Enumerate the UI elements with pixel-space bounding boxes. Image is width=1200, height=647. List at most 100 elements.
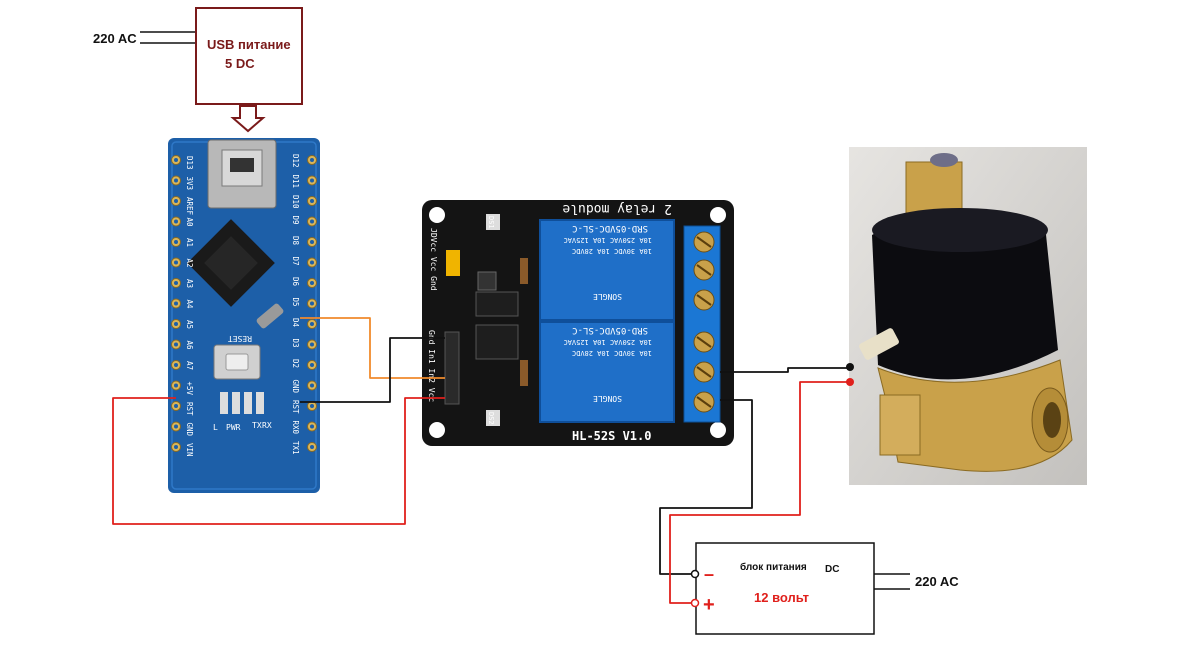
left-pin-label: A5: [185, 320, 194, 329]
pin-hole-center: [310, 445, 314, 449]
left-pin-label: VIN: [185, 443, 194, 457]
pin-hole-center: [310, 363, 314, 367]
pin-hole-center: [310, 424, 314, 429]
pin-hole-center: [310, 178, 314, 183]
left-pin-label: A7: [185, 361, 194, 370]
reset-label: RESET: [228, 334, 252, 343]
right-pin-label: D3: [291, 339, 300, 348]
relay2-rating2: 10A 30VDC 10A 28VDC: [572, 349, 652, 357]
usb-supply-voltage: 5 DC: [225, 56, 255, 71]
relay1-rating1: 10A 250VAC 10A 125VAC: [563, 236, 652, 244]
usb-supply-box: [195, 7, 303, 105]
right-pin-label: D2: [291, 359, 300, 368]
pin-hole-center: [174, 281, 178, 285]
left-pin-label: D13: [185, 156, 194, 170]
wire-d5-to-in1: [300, 317, 445, 379]
power-supply-voltage: 12 вольт: [754, 590, 809, 605]
jdvcc-jumper: [446, 250, 460, 276]
left-pin-label: RST: [185, 402, 194, 416]
right-pin-label: D11: [291, 175, 300, 189]
pin-hole-center: [174, 445, 178, 449]
down-arrow-icon: [230, 105, 266, 133]
left-pin-label: A1: [185, 238, 194, 247]
right-pin-label: D8: [291, 236, 300, 246]
right-pin-label: D9: [291, 216, 300, 225]
left-pin-label: A0: [185, 218, 194, 228]
wires: [112, 317, 854, 608]
relay2-brand: SONGLE: [593, 394, 622, 403]
relay2-rating1: 10A 250VAC 10A 125VAC: [563, 338, 652, 346]
right-pin-label: RST: [291, 400, 300, 414]
left-pin-label: A6: [185, 341, 194, 351]
pin-hole-center: [174, 404, 178, 408]
pin-hole-center: [310, 301, 314, 306]
minus-terminal-label: –: [704, 564, 714, 584]
left-pin-label: +5V: [185, 382, 194, 396]
right-pin-label: RX0: [291, 421, 300, 435]
pin-hole-center: [174, 158, 178, 162]
pin-hole-center: [310, 404, 314, 408]
wire-relay-to-psu-minus: [659, 399, 753, 575]
input-pin-header: [444, 331, 460, 405]
relay-module-title: 2 relay module: [562, 201, 672, 216]
wire-relay-to-valve: [720, 367, 850, 373]
power-supply-12v: блок питания DC 12 вольт – + 220 AC: [695, 542, 959, 635]
pin-hole-center: [174, 199, 178, 203]
power-supply-title: блок питания: [740, 561, 807, 573]
right-pin-label: GND: [291, 380, 300, 394]
pin-hole-center: [174, 240, 178, 244]
pin-hole-center: [310, 342, 314, 347]
right-pin-label: D5: [291, 298, 300, 307]
wire-5v-to-vcc: [112, 397, 445, 525]
pin-headers: [171, 155, 317, 452]
pin-hole-center: [310, 281, 314, 285]
screw-slot: [696, 396, 712, 408]
right-pin-label: D10: [291, 195, 300, 209]
relay-1: SRD-05VDC-SL-C 10A 250VAC 10A 125VAC 10A…: [539, 219, 675, 321]
usb-supply-input-label: 220 AC: [93, 31, 137, 46]
pin-hole-center: [310, 158, 314, 162]
power-supply-input-label: 220 AC: [915, 574, 959, 589]
pin-hole-center: [310, 260, 314, 265]
pin-hole-center: [310, 240, 314, 244]
pin-hole-center: [174, 342, 178, 347]
relay1-rating2: 10A 30VDC 10A 28VDC: [572, 247, 652, 255]
led-label-tx: TX: [252, 421, 262, 430]
pin-hole-center: [174, 260, 178, 265]
screw-slot: [696, 336, 712, 348]
relay1-brand: SONGLE: [593, 292, 622, 301]
screw-slot: [696, 264, 712, 276]
screw-slot: [696, 236, 712, 248]
relay1-model-label: SRD-05VDC-SL-C: [572, 223, 648, 233]
pin-hole-center: [174, 383, 178, 388]
pin-hole-center: [174, 363, 178, 367]
input-header-label: Gnd In1 In2 Vcc: [427, 330, 436, 402]
right-pin-label: D6: [291, 277, 300, 287]
jumper-label: JDVcc Vcc Gnd: [429, 228, 438, 291]
plus-terminal-label: +: [703, 594, 715, 616]
left-pin-label: A4: [185, 300, 194, 310]
left-pin-label: GND: [185, 423, 194, 437]
power-supply-type: DC: [825, 564, 839, 575]
usb-supply-title: USB питание: [207, 37, 291, 52]
right-pin-label: D4: [291, 318, 300, 328]
right-pin-label: D12: [291, 154, 300, 168]
wire-gnd-to-gnd: [300, 337, 445, 403]
led-label-l: L: [213, 423, 218, 432]
pin-hole-center: [174, 178, 178, 183]
left-pin-label: AREF: [185, 197, 194, 216]
pin-hole-center: [174, 219, 178, 224]
right-pin-label: D7: [291, 257, 300, 266]
wire-valve-to-psu-plus: [669, 381, 850, 604]
led-ds1-label: DS1: [487, 216, 495, 229]
right-pin-label: TX1: [291, 441, 300, 455]
screw-terminals: [683, 225, 721, 423]
pin-hole-center: [310, 219, 314, 224]
left-pin-label: 3V3: [185, 177, 194, 191]
screw-slot: [696, 294, 712, 306]
usb-power-supply: 220 AC USB питание 5 DC: [93, 7, 303, 133]
relay-module-model: HL-52S V1.0: [572, 429, 651, 443]
